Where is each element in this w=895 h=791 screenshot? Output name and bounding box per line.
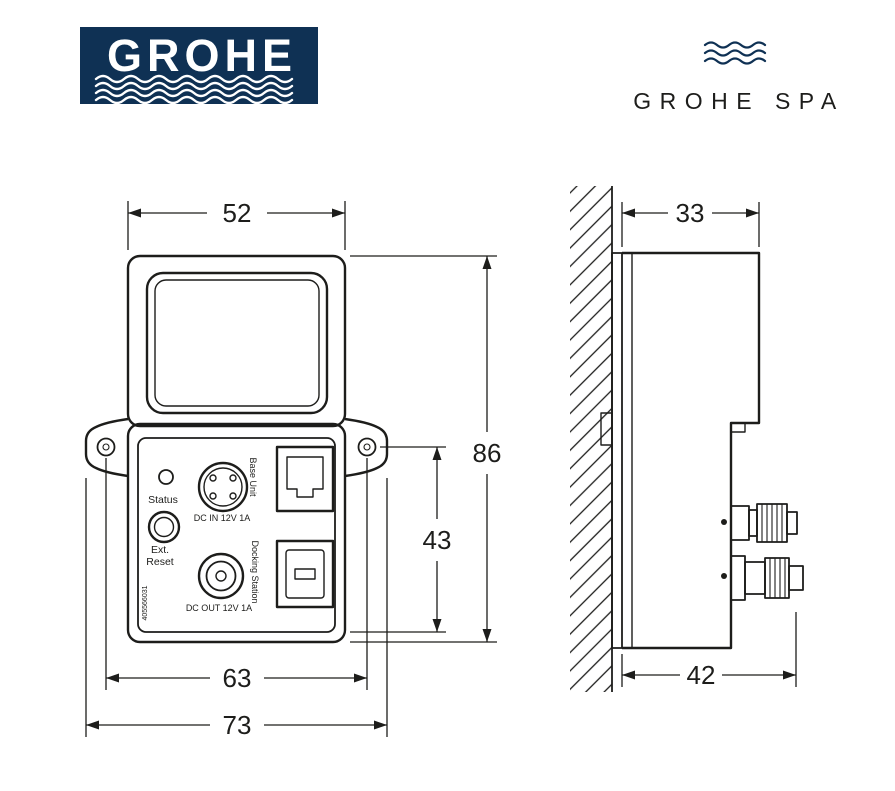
side-body <box>611 251 761 650</box>
front-step <box>730 422 746 433</box>
display-window-outer <box>145 271 329 415</box>
dc-in-connector <box>197 461 249 513</box>
dim-overall-width: 73 <box>85 478 388 740</box>
dim-hole-spacing: 63 <box>105 458 368 693</box>
back-plate <box>611 252 623 649</box>
dim-overall-depth: 42 <box>621 612 797 690</box>
front-view: Status DC IN 12V 1A Base Unit <box>84 198 502 740</box>
side-view: 33 42 <box>570 186 804 692</box>
part-number-label: 405566031 <box>142 585 149 620</box>
grohe-spa-svg: GROHE SPA <box>633 41 845 114</box>
dc-in-label: DC IN 12V 1A <box>194 513 251 523</box>
dim-overall-width-value: 73 <box>223 710 252 740</box>
dim-panel-height-value: 43 <box>423 525 452 555</box>
ext-reset-button <box>147 510 181 544</box>
grohe-logo-text: GROHE <box>107 30 297 81</box>
status-label: Status <box>148 494 178 506</box>
display-window-inner <box>154 279 320 407</box>
reset-label: Reset <box>146 556 174 568</box>
rj45-port <box>275 445 335 513</box>
grohe-spa-waves-icon <box>703 41 767 65</box>
dim-top-depth-value: 33 <box>676 198 705 228</box>
dim-panel-height: 43 <box>350 446 452 633</box>
lower-housing <box>126 422 347 644</box>
screw-dot-upper <box>721 519 727 525</box>
docking-station-label: Docking Station <box>250 540 260 603</box>
dim-top-depth: 33 <box>621 198 760 247</box>
mounting-hole-left <box>96 437 116 457</box>
wall-hatch <box>570 186 613 692</box>
dc-out-connector <box>197 552 245 600</box>
grohe-logo: GROHE <box>80 27 318 105</box>
plug-upper <box>730 503 798 543</box>
upper-housing <box>126 254 347 428</box>
docking-port <box>275 539 335 609</box>
dim-hole-spacing-value: 63 <box>223 663 252 693</box>
screw-dot-lower <box>721 573 727 579</box>
grohe-spa-logo: GROHE SPA <box>617 35 853 120</box>
dim-top-width: 52 <box>127 198 346 250</box>
dc-out-label: DC OUT 12V 1A <box>186 603 252 613</box>
plug-lower <box>730 555 804 601</box>
grohe-spa-text: GROHE SPA <box>633 88 845 114</box>
dim-overall-height-value: 86 <box>473 438 502 468</box>
dim-overall-depth-value: 42 <box>687 660 716 690</box>
grohe-logo-background <box>80 27 318 104</box>
ext-label: Ext. <box>151 544 169 556</box>
grohe-logo-svg: GROHE <box>80 27 318 105</box>
mounting-ear-left <box>84 417 129 478</box>
mounting-hole-right <box>357 437 377 457</box>
base-unit-label: Base Unit <box>248 457 258 497</box>
grohe-waves-icon <box>94 74 294 105</box>
dim-top-width-value: 52 <box>223 198 252 228</box>
dim-overall-height: 86 <box>350 255 502 643</box>
front-view-body <box>126 254 347 644</box>
connection-panel <box>137 437 336 633</box>
status-led <box>158 469 174 485</box>
